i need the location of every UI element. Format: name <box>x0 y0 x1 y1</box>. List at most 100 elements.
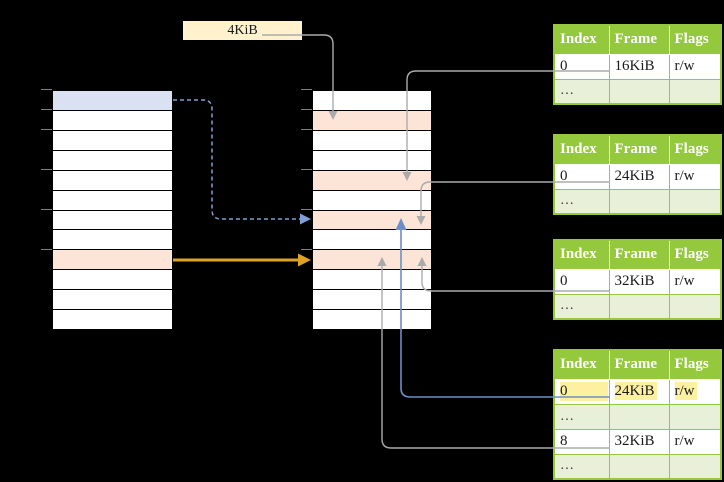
header-row: Index Frame Flags <box>554 135 721 165</box>
tick-mark <box>41 209 52 210</box>
memory-row <box>313 270 431 291</box>
page-table-4: Index Frame Flags 0 24KiB r/w … 8 32KiB … <box>553 349 722 480</box>
column-header-index: Index <box>554 350 610 380</box>
memory-row <box>53 210 172 231</box>
flags-cell: r/w <box>668 268 722 295</box>
tick-mark <box>301 89 312 90</box>
page-table-1: Index Frame Flags 0 16KiB r/w … <box>553 24 722 105</box>
memory-row <box>53 230 172 251</box>
physical-memory-table <box>312 90 432 330</box>
memory-row <box>313 210 431 231</box>
frame-cell: 24KiB <box>608 378 670 405</box>
frame-cell <box>608 78 670 105</box>
index-cell: 0 <box>553 163 610 190</box>
flags-cell <box>668 453 722 480</box>
table-row-ellipsis: … <box>553 188 722 215</box>
memory-row <box>313 150 431 171</box>
memory-row <box>53 270 172 291</box>
memory-row <box>313 250 431 271</box>
tick-mark <box>301 109 312 110</box>
flags-cell <box>668 78 722 105</box>
memory-row <box>313 230 431 251</box>
memory-row <box>53 130 172 151</box>
column-header-flags: Flags <box>668 350 721 380</box>
memory-row <box>53 250 172 271</box>
page-table-3: Index Frame Flags 0 32KiB r/w … <box>553 239 722 320</box>
ellipsis-cell: … <box>553 293 610 320</box>
memory-row <box>313 190 431 211</box>
table-row-ellipsis: … <box>553 453 722 480</box>
memory-row <box>53 170 172 191</box>
frame-cell: 16KiB <box>608 53 670 80</box>
tick-mark <box>301 209 312 210</box>
frame-cell: 32KiB <box>608 268 670 295</box>
header-row: Index Frame Flags <box>554 240 721 270</box>
flags-cell: r/w <box>668 428 722 455</box>
column-header-index: Index <box>554 135 610 165</box>
table-row-highlighted: 0 24KiB r/w <box>553 378 722 405</box>
ellipsis-cell: … <box>553 403 610 430</box>
virtual-page-dashed-arrow <box>173 99 300 220</box>
page-table-2: Index Frame Flags 0 24KiB r/w … <box>553 134 722 215</box>
tick-mark <box>41 249 52 250</box>
memory-row <box>313 170 431 191</box>
ellipsis-cell: … <box>553 453 610 480</box>
table-row-ellipsis: … <box>553 403 722 430</box>
memory-row <box>53 290 172 311</box>
arrowhead-right-icon <box>298 253 311 267</box>
memory-row <box>53 190 172 211</box>
table-row-ellipsis: … <box>553 78 722 105</box>
ellipsis-cell: … <box>553 188 610 215</box>
memory-row <box>53 110 172 131</box>
memory-row <box>313 110 431 131</box>
table-row-ellipsis: … <box>553 293 722 320</box>
tick-mark <box>301 129 312 130</box>
flags-cell: r/w <box>668 378 722 405</box>
table-row: 8 32KiB r/w <box>553 428 722 455</box>
page-size-label: 4KiB <box>227 22 258 38</box>
flags-cell: r/w <box>668 53 722 80</box>
tick-mark <box>41 129 52 130</box>
header-row: Index Frame Flags <box>554 350 721 380</box>
column-header-frame: Frame <box>608 25 670 55</box>
table-row: 0 16KiB r/w <box>553 53 722 80</box>
memory-row <box>313 91 431 111</box>
frame-cell: 24KiB <box>608 163 670 190</box>
frame-cell <box>608 293 670 320</box>
table-row: 0 24KiB r/w <box>553 163 722 190</box>
tick-mark <box>41 109 52 110</box>
header-row: Index Frame Flags <box>554 25 721 55</box>
flags-cell <box>668 293 722 320</box>
memory-row <box>313 290 431 311</box>
memory-row <box>53 150 172 171</box>
column-header-frame: Frame <box>608 350 670 380</box>
memory-row <box>53 91 172 111</box>
memory-row <box>53 310 172 330</box>
column-header-frame: Frame <box>608 240 670 270</box>
tick-mark <box>41 89 52 90</box>
tick-mark <box>41 169 52 170</box>
ellipsis-cell: … <box>553 78 610 105</box>
page-size-label-box: 4KiB <box>183 21 302 40</box>
frame-cell: 32KiB <box>608 428 670 455</box>
column-header-frame: Frame <box>608 135 670 165</box>
column-header-index: Index <box>554 25 610 55</box>
memory-row <box>313 130 431 151</box>
index-cell: 8 <box>553 428 610 455</box>
highlighted-value: r/w <box>674 382 697 400</box>
virtual-memory-table <box>52 90 173 330</box>
frame-cell <box>608 403 670 430</box>
column-header-flags: Flags <box>668 240 721 270</box>
table-row: 0 32KiB r/w <box>553 268 722 295</box>
tick-mark <box>301 169 312 170</box>
arrowhead-right-icon <box>300 213 311 225</box>
frame-cell <box>608 453 670 480</box>
memory-row <box>313 310 431 330</box>
flags-cell <box>668 403 722 430</box>
index-cell: 0 <box>553 268 610 295</box>
flags-cell <box>668 188 722 215</box>
tick-mark <box>301 249 312 250</box>
frame-cell <box>608 188 670 215</box>
highlighted-value: 24KiB <box>614 382 657 400</box>
